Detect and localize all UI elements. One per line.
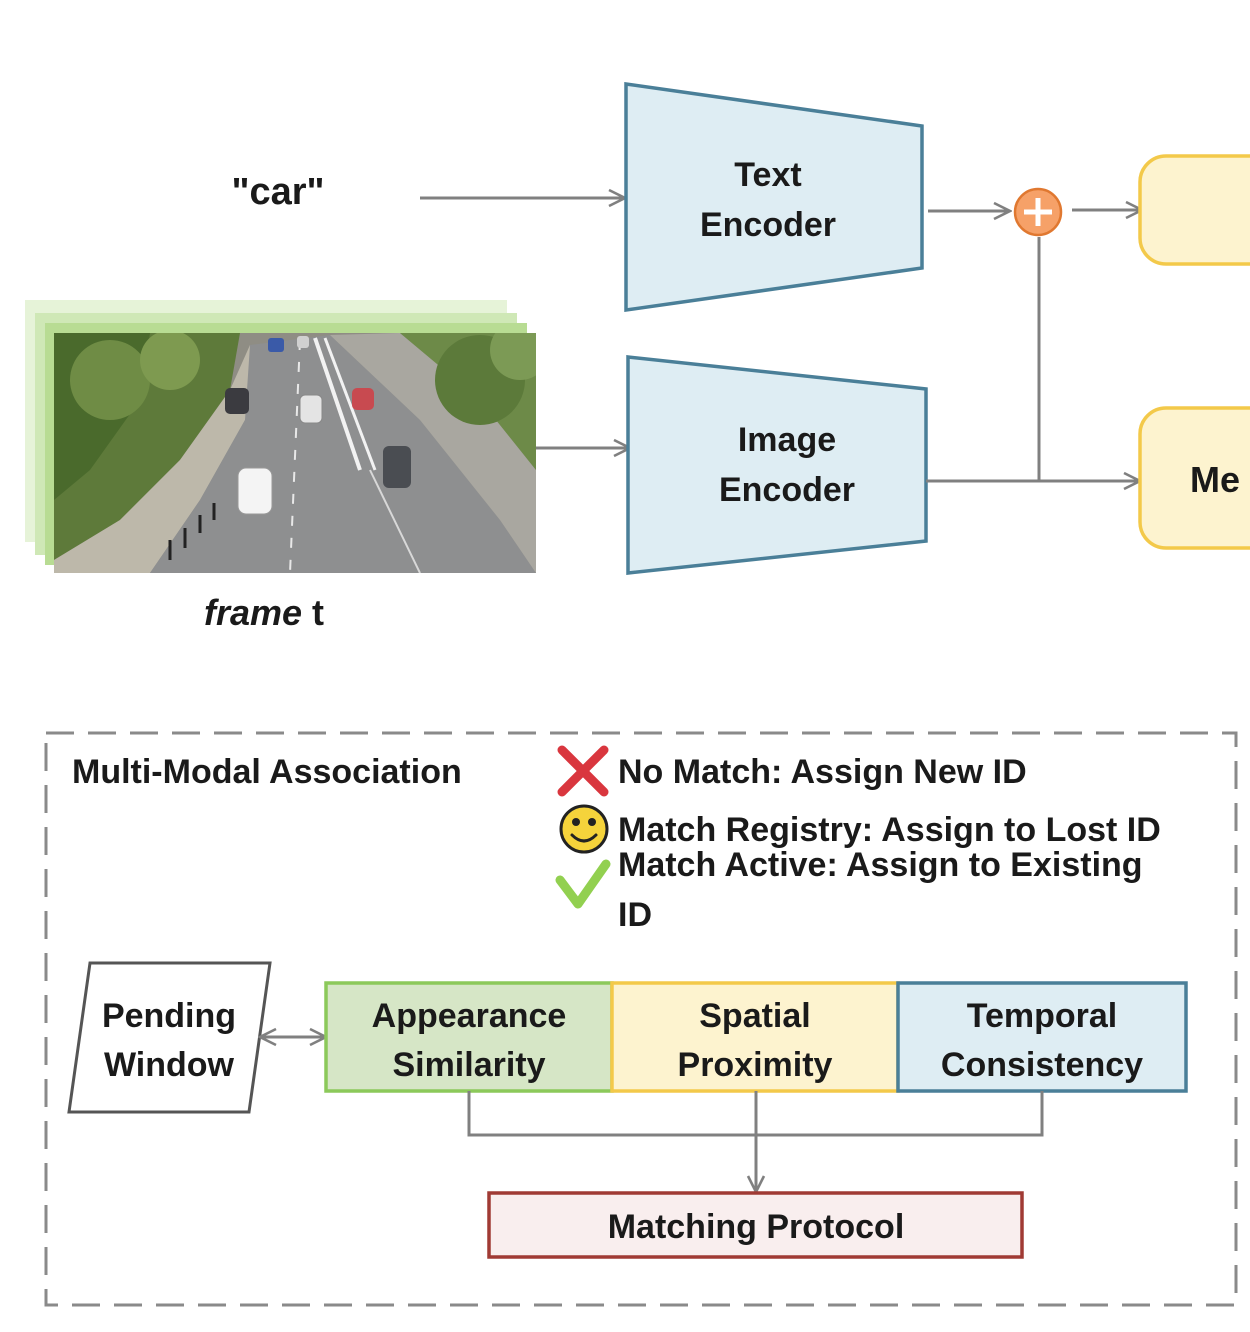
pending-window-line2: Window bbox=[104, 1046, 235, 1084]
spatial-box bbox=[610, 981, 900, 1093]
image-encoder-shape bbox=[626, 355, 928, 575]
matching-protocol-box bbox=[487, 1191, 1024, 1259]
lower-right-box bbox=[1138, 406, 1250, 550]
spatial-line2: Proximity bbox=[678, 1046, 833, 1084]
frame-label-suffix: t bbox=[312, 592, 324, 633]
pending-window-line1: Pending bbox=[102, 997, 236, 1035]
spatial-line1: Spatial bbox=[699, 997, 810, 1035]
legend-registry: Match Registry: Assign to Lost ID bbox=[618, 811, 1161, 849]
check-icon bbox=[555, 859, 611, 909]
frame-label-italic: frame bbox=[204, 592, 302, 633]
image-encoder-line2: Encoder bbox=[719, 471, 855, 509]
temporal-box bbox=[896, 981, 1188, 1093]
temporal-line1: Temporal bbox=[967, 997, 1118, 1035]
association-title: Multi-Modal Association bbox=[72, 753, 462, 791]
legend-no-match: No Match: Assign New ID bbox=[618, 753, 1027, 791]
text-encoder-line1: Text bbox=[734, 156, 801, 194]
appearance-line2: Similarity bbox=[392, 1046, 545, 1084]
legend-active-line1: Match Active: Assign to Existing bbox=[618, 846, 1143, 884]
pending-window-shape bbox=[67, 961, 272, 1114]
frame-label: frame t bbox=[204, 592, 324, 633]
text-encoder-line2: Encoder bbox=[700, 206, 836, 244]
legend-active-line2: ID bbox=[618, 896, 652, 934]
association-container bbox=[44, 731, 1238, 1307]
upper-right-box bbox=[1138, 154, 1250, 266]
temporal-line2: Consistency bbox=[941, 1046, 1143, 1084]
image-encoder-line1: Image bbox=[738, 421, 836, 459]
no-match-icon bbox=[557, 745, 609, 797]
text-encoder-shape bbox=[624, 81, 924, 313]
smiley-icon bbox=[559, 804, 609, 854]
appearance-line1: Appearance bbox=[372, 997, 567, 1035]
query-text: "car" bbox=[231, 171, 324, 213]
matching-protocol-label: Matching Protocol bbox=[608, 1208, 905, 1246]
lower-right-box-label: Me bbox=[1190, 459, 1240, 500]
frame-image bbox=[54, 333, 536, 573]
